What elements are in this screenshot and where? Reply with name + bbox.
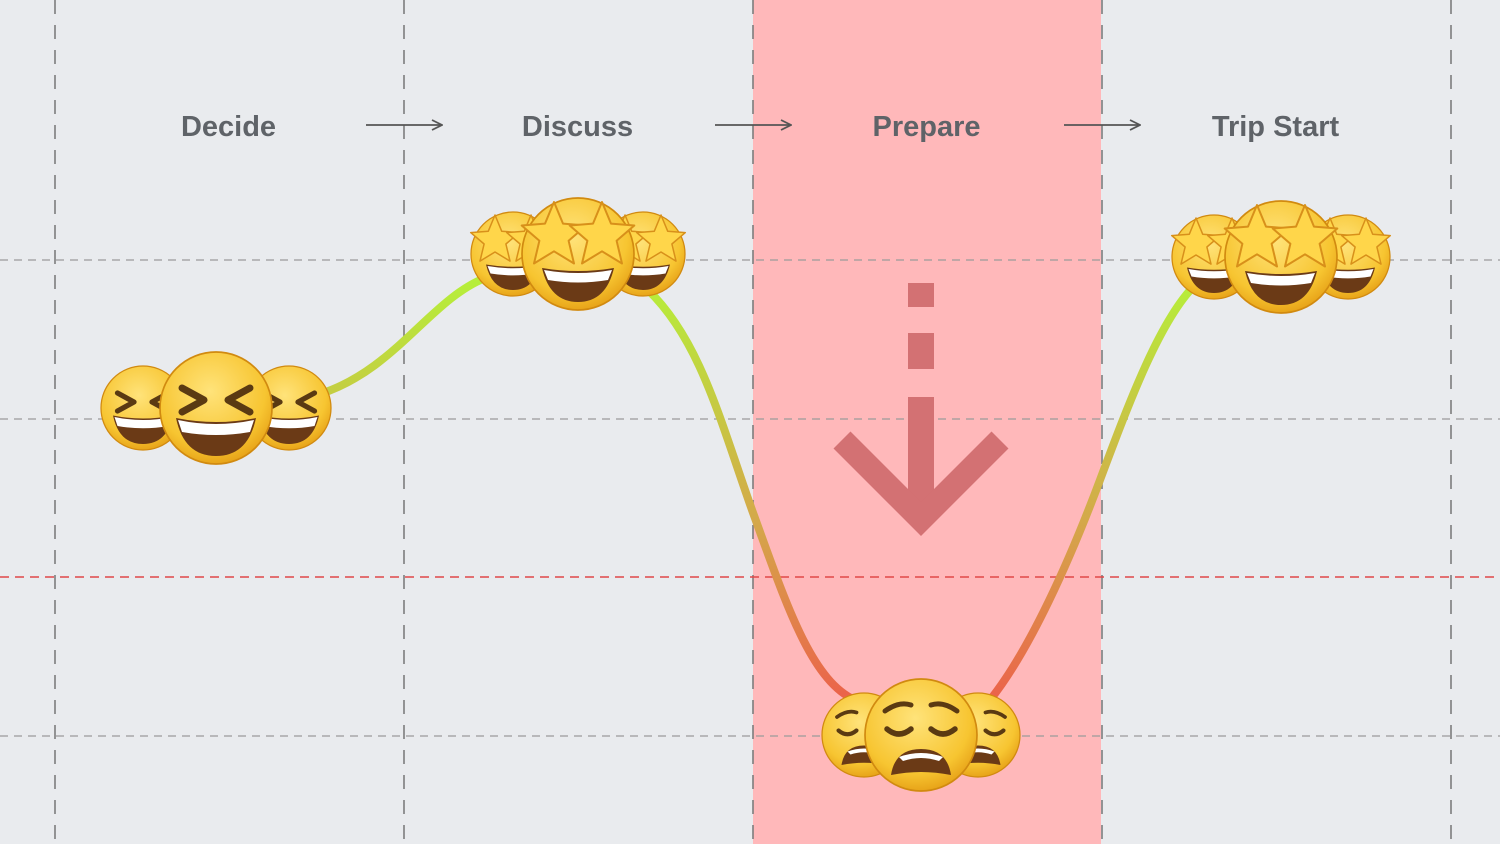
stage-label: Prepare xyxy=(872,111,980,143)
emoji-groups xyxy=(100,197,1392,792)
stage-label: Decide xyxy=(181,111,276,143)
weary-face-emoji-icon xyxy=(864,678,978,792)
stage-label: Trip Start xyxy=(1212,111,1340,143)
emoji-group xyxy=(100,351,332,465)
emoji-group xyxy=(469,197,687,311)
star-struck-face-emoji-icon xyxy=(520,197,636,311)
down-arrow-icon xyxy=(833,283,1009,536)
mood-curve xyxy=(316,274,1199,704)
stage-label: Discuss xyxy=(522,111,633,143)
star-struck-face-emoji-icon xyxy=(1223,200,1339,314)
emoji-group xyxy=(821,678,1021,792)
emoji-group xyxy=(1170,200,1392,314)
stage-labels: Decide Discuss Prepare Trip Start xyxy=(181,111,1340,143)
laughing-face-emoji-icon xyxy=(159,351,273,465)
